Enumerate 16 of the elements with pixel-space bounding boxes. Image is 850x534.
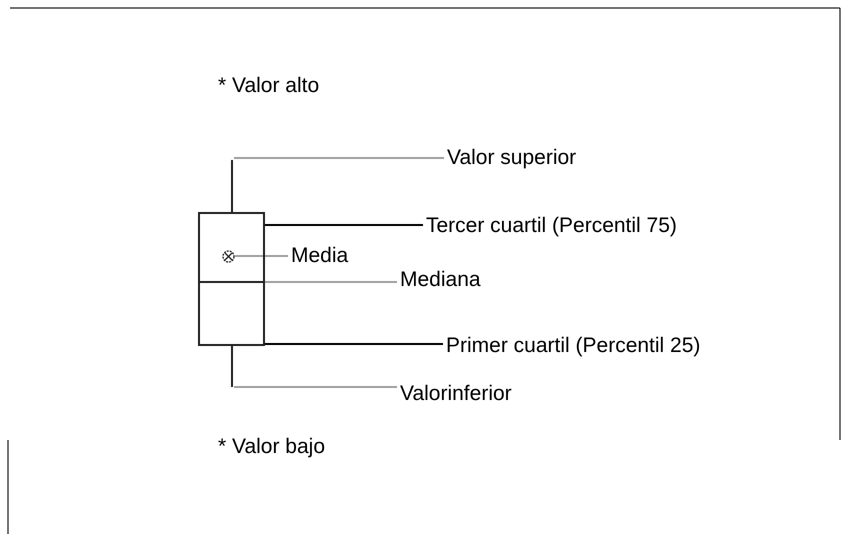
leader-line	[265, 281, 397, 283]
leader-line	[265, 224, 423, 226]
leader-line	[235, 255, 288, 257]
leader-line	[234, 386, 397, 388]
callout-text: Primer cuartil (Percentil 25)	[446, 334, 700, 358]
leader-line	[265, 343, 443, 345]
callout-text: Tercer cuartil (Percentil 75)	[426, 214, 677, 238]
outlier-label: * Valor bajo	[218, 435, 326, 459]
callout-text: Valor superior	[447, 146, 576, 170]
leader-line	[234, 157, 444, 159]
box-plot-drawing	[198, 159, 266, 388]
outlier-label: * Valor alto	[218, 74, 320, 98]
mean-symbol-icon	[222, 250, 235, 263]
callout-text: Valorinferior	[400, 382, 512, 406]
callout-text: Media	[291, 244, 348, 268]
callout-text: Mediana	[400, 268, 481, 292]
